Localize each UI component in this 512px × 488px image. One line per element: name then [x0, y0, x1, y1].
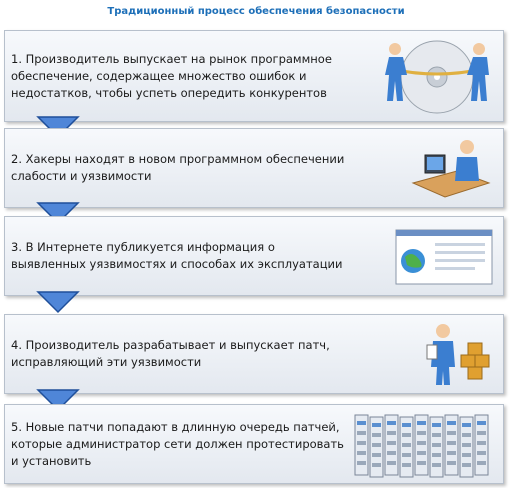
arrow-down-2: [36, 201, 80, 225]
step-3-text: 3. В Интернете публикуется информация о …: [11, 240, 343, 271]
server-tower-icon: [414, 414, 429, 476]
step-3-box: 3. В Интернете публикуется информация о …: [4, 216, 504, 296]
server-tower-icon: [354, 414, 369, 476]
step-2-box: 2. Хакеры находят в новом программном об…: [4, 128, 504, 208]
server-tower-icon: [444, 414, 459, 476]
server-rack-row-icon: [353, 411, 493, 481]
person-at-computer-icon: [407, 133, 493, 205]
step-2-text: 2. Хакеры находят в новом программном об…: [11, 152, 345, 183]
server-tower-icon: [384, 414, 399, 476]
server-tower-icon: [429, 416, 444, 478]
step-5-text: 5. Новые патчи попадают в длинную очеред…: [11, 420, 344, 468]
step-1-box: 1. Производитель выпускает на рынок прог…: [4, 30, 504, 122]
server-tower-icon: [459, 416, 474, 478]
arrow-down-1: [36, 115, 80, 139]
server-tower-icon: [369, 416, 384, 478]
web-page-globe-icon: [395, 229, 493, 285]
server-tower-icon: [399, 416, 414, 478]
step-1-text: 1. Производитель выпускает на рынок прог…: [11, 52, 332, 100]
step-5-box: 5. Новые патчи попадают в длинную очеред…: [4, 404, 504, 484]
tug-of-war-people-icon: [381, 35, 493, 119]
person-with-patch-packages-icon: [423, 321, 493, 389]
step-4-text: 4. Производитель разрабатывает и выпуска…: [11, 338, 330, 369]
step-4-box: 4. Производитель разрабатывает и выпуска…: [4, 314, 504, 394]
arrow-down-3: [36, 290, 80, 314]
arrow-down-4: [36, 388, 80, 412]
server-tower-icon: [474, 414, 489, 476]
diagram-title: Традиционный процесс обеспечения безопас…: [107, 6, 405, 17]
